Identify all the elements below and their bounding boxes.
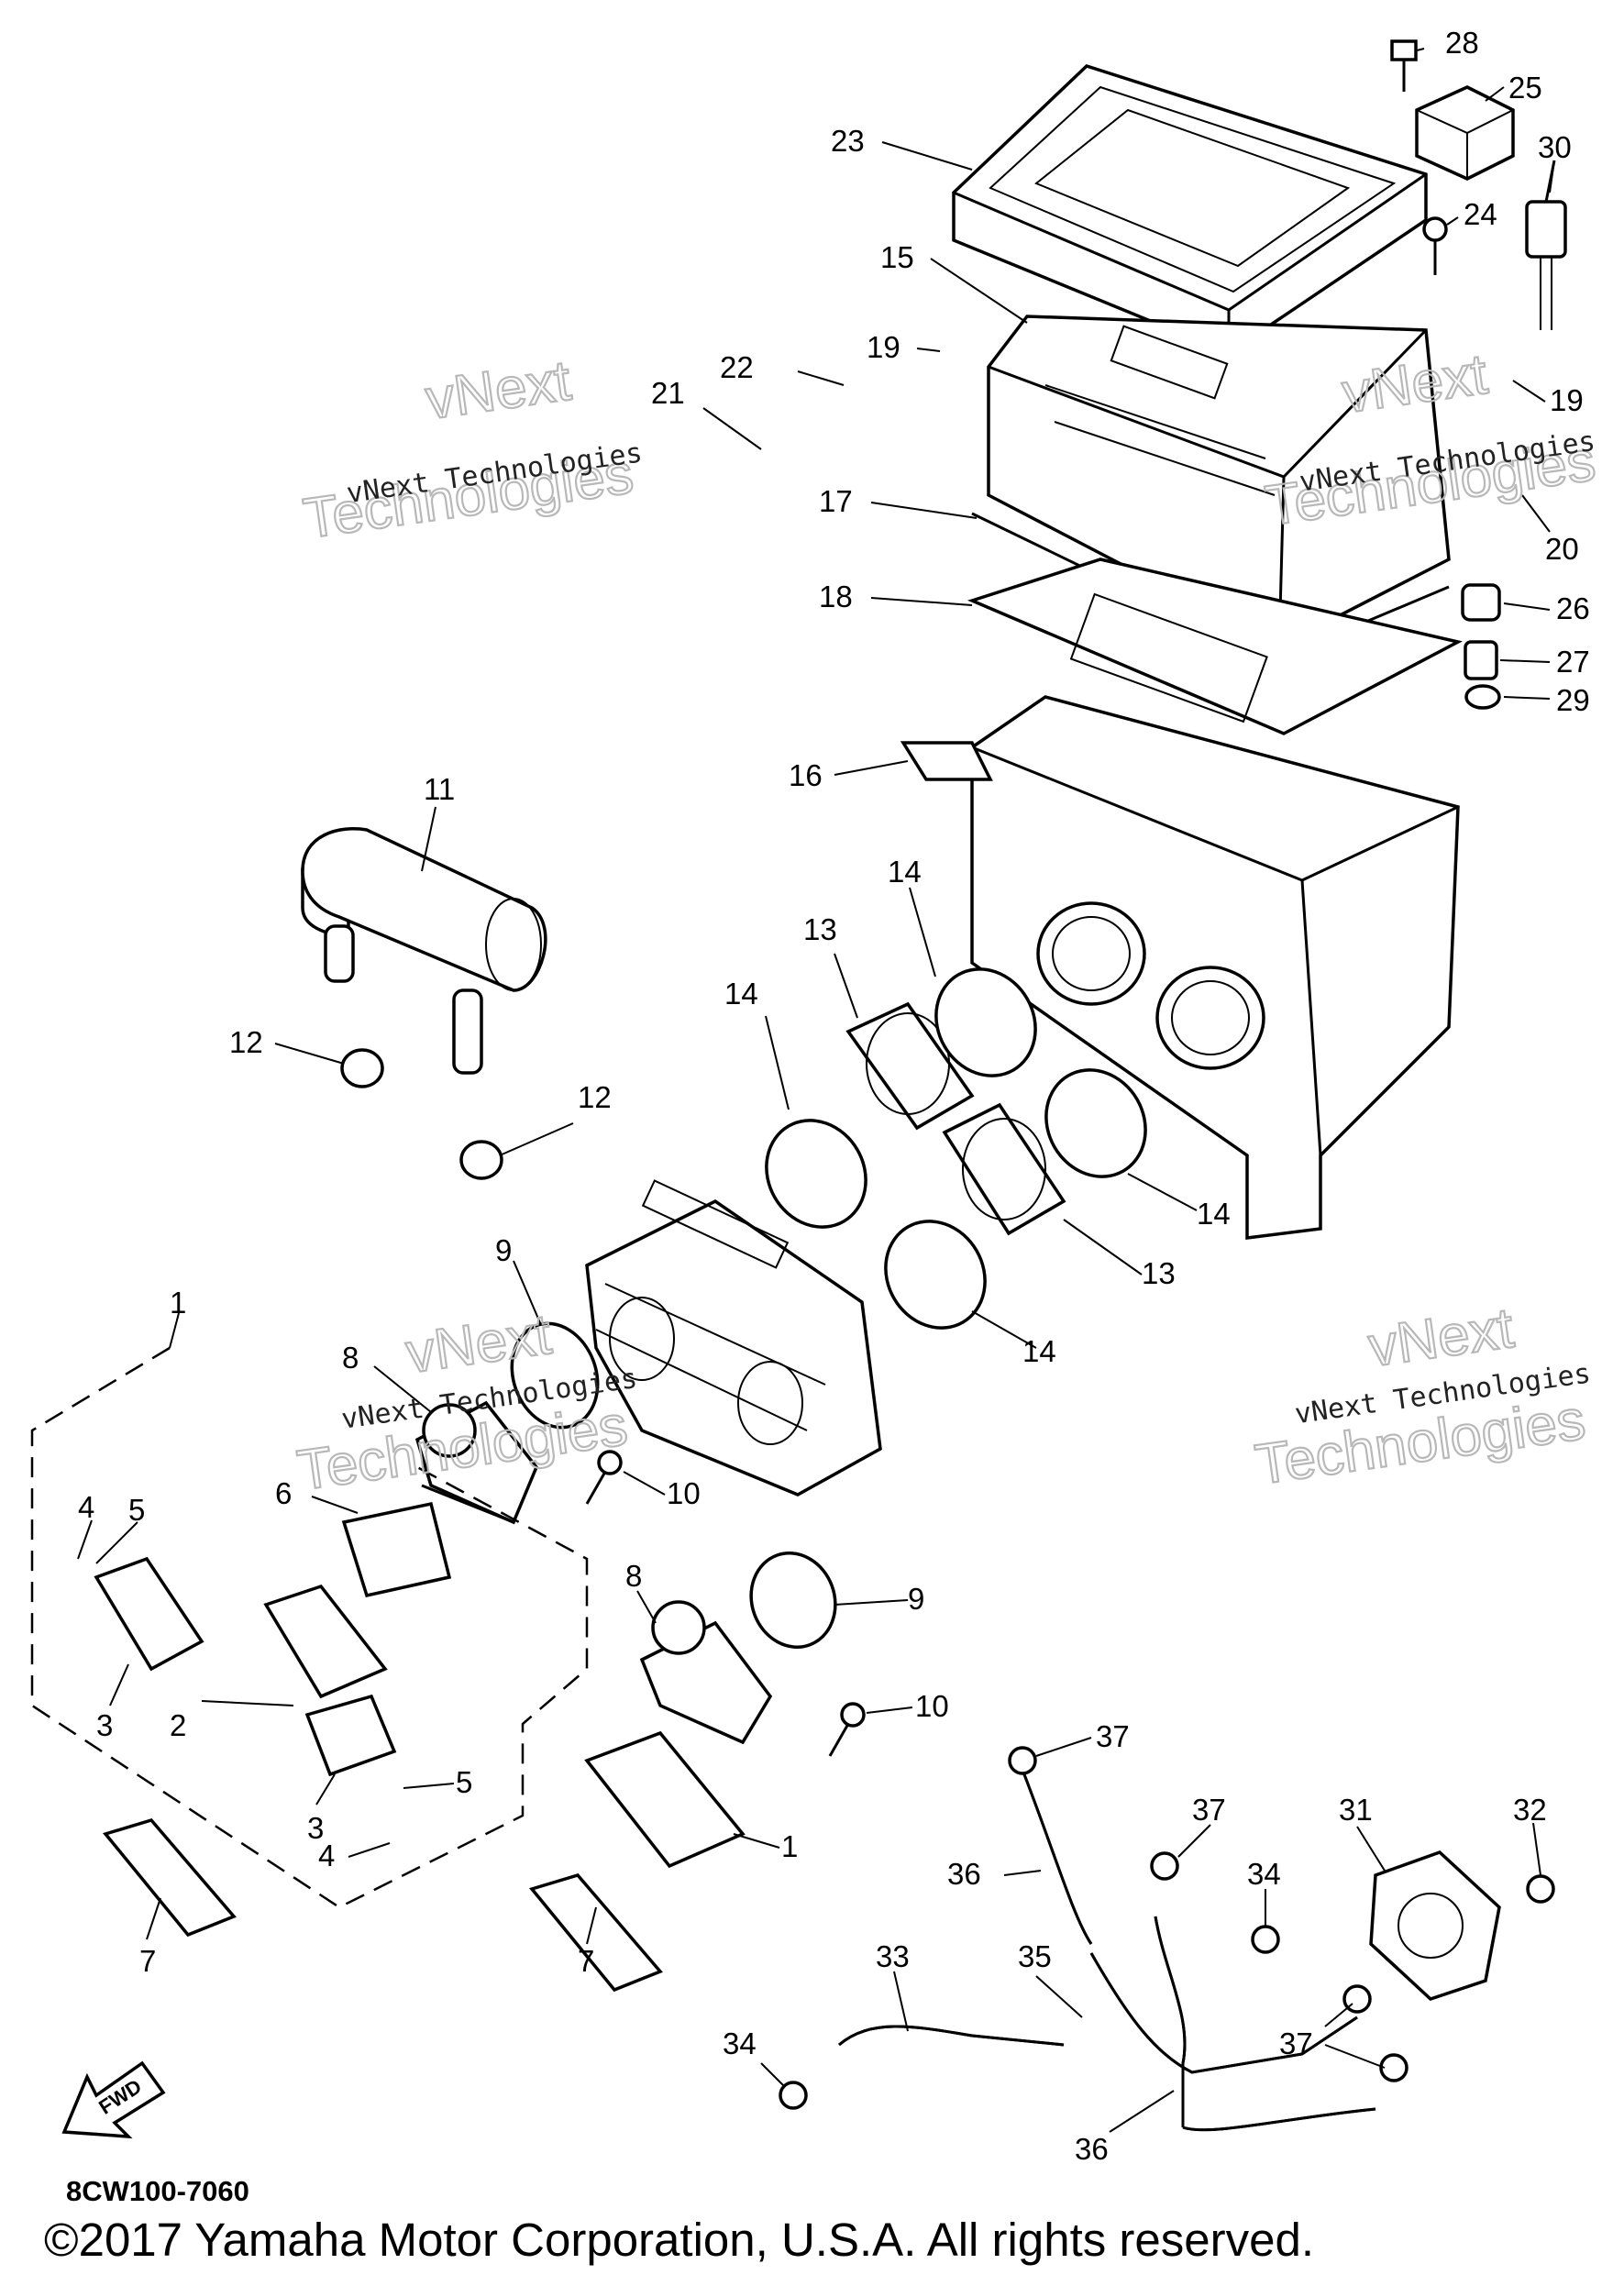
svg-text:vNext: vNext: [422, 349, 575, 432]
callout-11: 11: [424, 772, 455, 806]
part-joint-13a: [845, 1001, 975, 1131]
callout-26: 26: [1556, 591, 1590, 625]
callout-13-a: 13: [803, 912, 837, 946]
part-air-filter-cover: [952, 64, 1428, 355]
part-intake-silencer: [301, 827, 547, 1075]
callout-7-b: 7: [578, 1944, 594, 1978]
callout-5-b: 5: [456, 1765, 472, 1799]
callout-1-b: 1: [781, 1829, 798, 1863]
callout-labels: 28 25 23 30 24 15 19 22 21 19 17 20 18 2…: [78, 26, 1590, 2166]
part-bolt-24: [1422, 216, 1448, 275]
part-manifold-8b: [639, 1600, 773, 1745]
callout-14-b: 14: [724, 977, 758, 1010]
part-clamps-14: [765, 967, 1147, 1330]
callout-8-b: 8: [625, 1559, 642, 1593]
callout-14-a: 14: [888, 855, 922, 889]
callout-31: 31: [1339, 1793, 1373, 1827]
part-fuel-pump: [1369, 1850, 1501, 2001]
callout-4-b: 4: [318, 1839, 335, 1872]
callout-24: 24: [1464, 197, 1497, 231]
callout-19-right: 19: [1550, 383, 1584, 417]
callout-5-a: 5: [128, 1493, 145, 1527]
callout-21: 21: [651, 376, 685, 410]
callout-34-a: 34: [1247, 1857, 1281, 1891]
callout-37-a: 37: [1096, 1719, 1130, 1753]
callout-12-b: 12: [578, 1080, 612, 1114]
part-relay-25: [1415, 85, 1515, 181]
callout-9-a: 9: [495, 1233, 512, 1267]
callout-37-c: 37: [1279, 2027, 1313, 2060]
callout-6: 6: [275, 1476, 292, 1510]
leader-lines: [77, 48, 1555, 2133]
part-clamp-9a: [510, 1321, 600, 1430]
callout-28: 28: [1445, 26, 1479, 60]
callout-9-b: 9: [908, 1582, 924, 1616]
part-carburetors: [585, 1179, 882, 1496]
callout-18: 18: [819, 580, 853, 613]
callout-19-left: 19: [867, 330, 900, 364]
callout-36-b: 36: [1075, 2132, 1109, 2166]
svg-text:vNext: vNext: [1364, 1297, 1518, 1379]
callout-29: 29: [1556, 683, 1590, 717]
callout-15: 15: [880, 240, 914, 274]
part-joint-13b: [942, 1102, 1066, 1236]
part-gaskets-7: [102, 1817, 663, 1993]
callout-25: 25: [1508, 71, 1542, 105]
part-switch-30: [1525, 160, 1567, 330]
callout-36-a: 36: [947, 1857, 981, 1891]
diagram-code: 8CW100-7060: [66, 2175, 249, 2207]
part-grommets: [1461, 583, 1501, 710]
callout-2: 2: [170, 1708, 186, 1742]
fwd-arrow: FWD: [61, 2060, 166, 2139]
watermark-right-lower: vNext Technologies vNext Technologies: [1251, 1296, 1593, 1498]
callout-4-a: 4: [78, 1490, 94, 1524]
callout-32: 32: [1513, 1793, 1547, 1827]
part-airbox-lower: [900, 592, 1460, 1240]
callout-13-b: 13: [1142, 1256, 1176, 1290]
part-manifold-8a: [414, 1400, 539, 1525]
copyright-notice: ©2017 Yamaha Motor Corporation, U.S.A. A…: [44, 2214, 1314, 2266]
callout-12-a: 12: [229, 1025, 263, 1059]
callout-10-b: 10: [915, 1689, 949, 1723]
part-bolts-10: [585, 1450, 866, 1757]
callout-27: 27: [1556, 645, 1590, 679]
callout-10-a: 10: [667, 1476, 701, 1510]
callout-37-b: 37: [1192, 1793, 1226, 1827]
callout-35: 35: [1018, 1939, 1052, 1973]
callout-30: 30: [1538, 130, 1572, 164]
callout-34-b: 34: [723, 2027, 757, 2060]
part-clamp-9b: [749, 1552, 837, 1649]
callout-3-a: 3: [96, 1708, 113, 1742]
callout-14-d: 14: [1022, 1334, 1056, 1368]
watermark-left-upper: vNext Technologies vNext Technologies: [299, 348, 645, 552]
part-clips-12: [340, 1048, 503, 1180]
callout-22: 22: [720, 350, 754, 384]
part-reed-plates: [94, 1501, 452, 1777]
part-reed-valve-1b: [584, 1730, 746, 1869]
callout-8-a: 8: [342, 1341, 359, 1375]
part-airbox-upper: [987, 315, 1451, 648]
part-fuel-hoses: [838, 1769, 1376, 2132]
part-filter-element-18: [967, 558, 1463, 735]
callout-3-b: 3: [307, 1811, 324, 1845]
callout-16: 16: [789, 758, 823, 792]
callout-33: 33: [876, 1939, 910, 1973]
callout-7-a: 7: [139, 1944, 156, 1978]
part-nut-32: [1526, 1874, 1555, 1904]
callout-23: 23: [831, 124, 865, 158]
callout-20: 20: [1545, 532, 1579, 566]
callout-17: 17: [819, 484, 853, 518]
part-bolt-28: [1390, 39, 1418, 92]
callout-1-a: 1: [170, 1286, 186, 1320]
part-reed-valve-assy-group: [30, 1346, 589, 1909]
callout-14-c: 14: [1197, 1197, 1231, 1231]
